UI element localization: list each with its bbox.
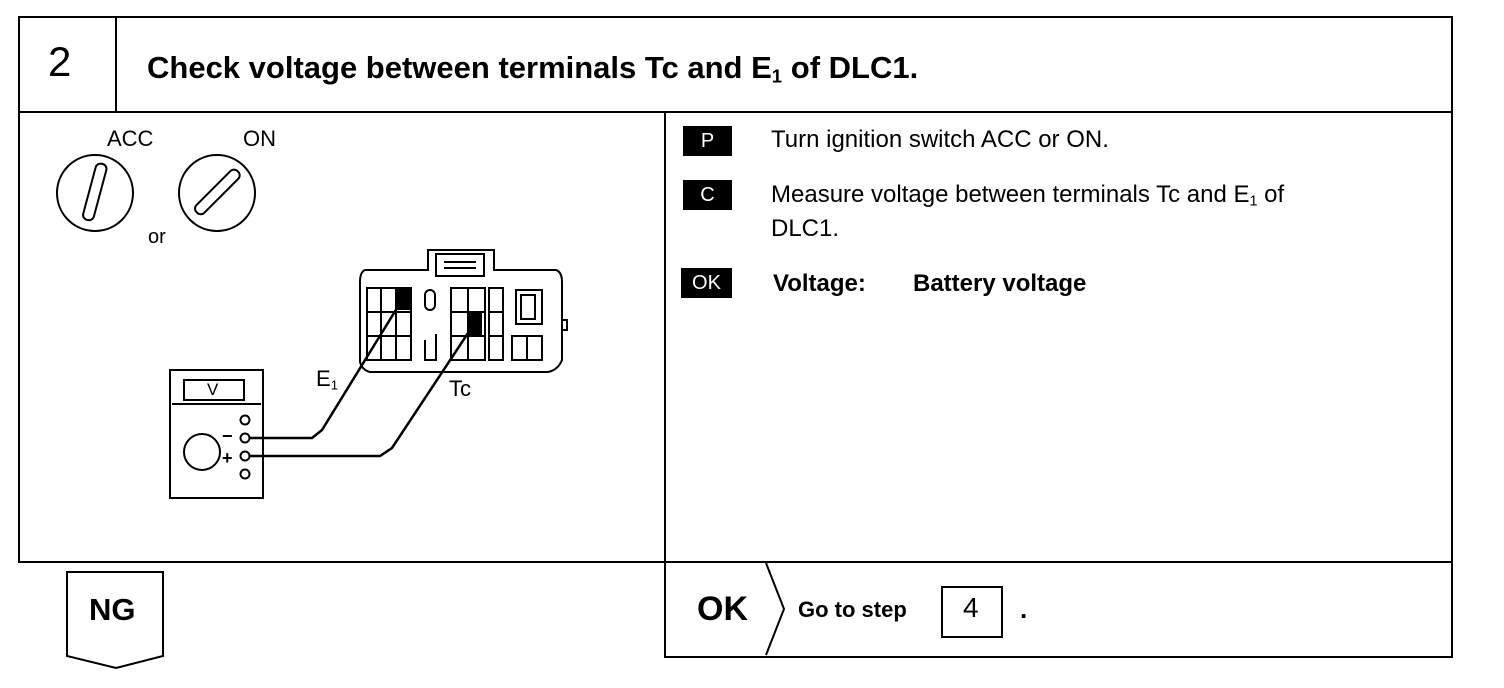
diagram-panel [18, 111, 666, 563]
or-label: or [148, 226, 166, 248]
goto-step-period: . [1020, 594, 1028, 624]
ok-result-box [664, 561, 1453, 658]
ok-tag: OK [681, 268, 732, 298]
step-title: Check voltage between terminals Tc and E… [147, 50, 919, 87]
instructions-panel [664, 111, 1453, 563]
procedure-tag-c: C [683, 180, 732, 210]
goto-step-box[interactable] [941, 586, 1003, 638]
meter-minus-label: − [222, 426, 233, 446]
tc-terminal-label: Tc [449, 376, 471, 401]
ok-result-label: OK [697, 590, 748, 628]
step-number: 2 [48, 38, 72, 85]
acc-label: ACC [107, 126, 154, 151]
instruction-c-text-line2: DLC1. [771, 215, 840, 242]
procedure-tag-p: P [683, 126, 732, 156]
instruction-c-text: Measure voltage between terminals Tc and… [771, 181, 1285, 210]
voltage-label: Voltage: [773, 270, 866, 297]
e1-terminal-label: E1 [316, 366, 339, 393]
ng-label: NG [89, 592, 136, 627]
on-label: ON [243, 126, 276, 151]
meter-plus-label: + [222, 448, 233, 468]
instruction-p-text: Turn ignition switch ACC or ON. [771, 126, 1109, 153]
voltage-value: Battery voltage [913, 270, 1087, 297]
goto-step-text: Go to step [798, 597, 907, 622]
voltmeter-label: V [207, 380, 219, 399]
goto-step-number[interactable]: 4 [963, 592, 979, 623]
